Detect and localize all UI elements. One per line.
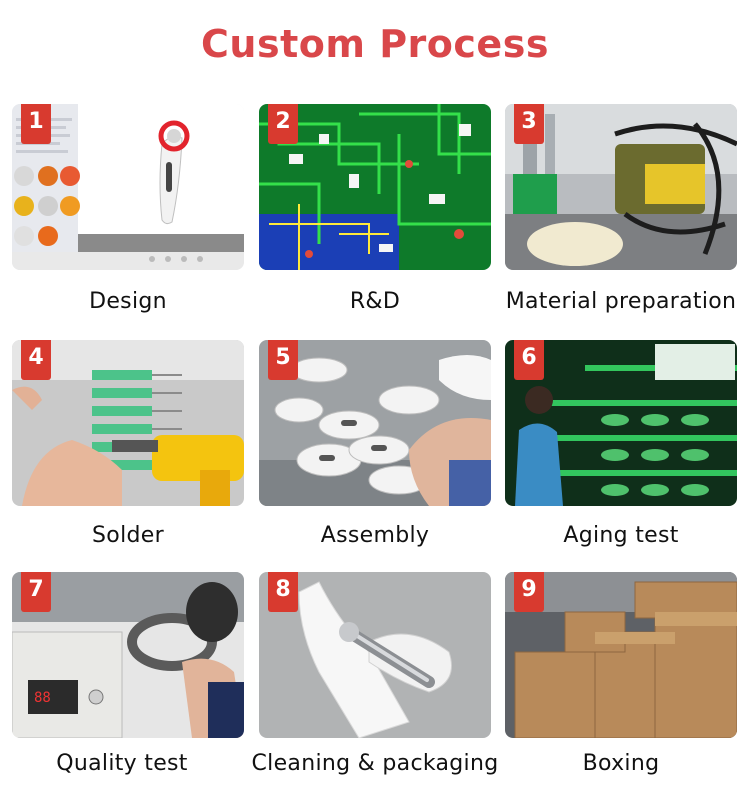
step-7-number-badge: 7 [21,572,51,612]
step-2-image: 2 [259,104,491,270]
step-2-label: R&D [349,289,401,314]
step-6-number-badge: 6 [514,340,544,380]
step-6-image: 6 [505,340,737,506]
step-2-number-badge: 2 [268,104,298,144]
step-7-image: 88 7 [12,572,244,738]
svg-text:88: 88 [34,690,51,706]
step-5-number-badge: 5 [268,340,298,380]
step-4-image: 4 [12,340,244,506]
step-5-image: 5 [259,340,491,506]
step-7-label: Quality test [56,751,188,776]
step-8-number-badge: 8 [268,572,298,612]
step-4-number-badge: 4 [21,340,51,380]
step-1-label: Design [89,289,167,314]
step-3-label: Material preparation [505,289,737,314]
step-9-image: 9 [505,572,737,738]
step-5-label: Assembly [320,523,430,548]
step-3-number-badge: 3 [514,104,544,144]
step-9-label: Boxing [582,751,660,776]
step-9-number-badge: 9 [514,572,544,612]
step-1-number-badge: 1 [21,104,51,144]
page-title: Custom Process [201,22,549,66]
step-8-label: Cleaning & packaging [251,751,499,776]
step-8-image: 8 [259,572,491,738]
step-4-label: Solder [92,523,164,548]
step-6-label: Aging test [563,523,679,548]
step-3-image: 3 [505,104,737,270]
step-1-image: 1 [12,104,244,270]
